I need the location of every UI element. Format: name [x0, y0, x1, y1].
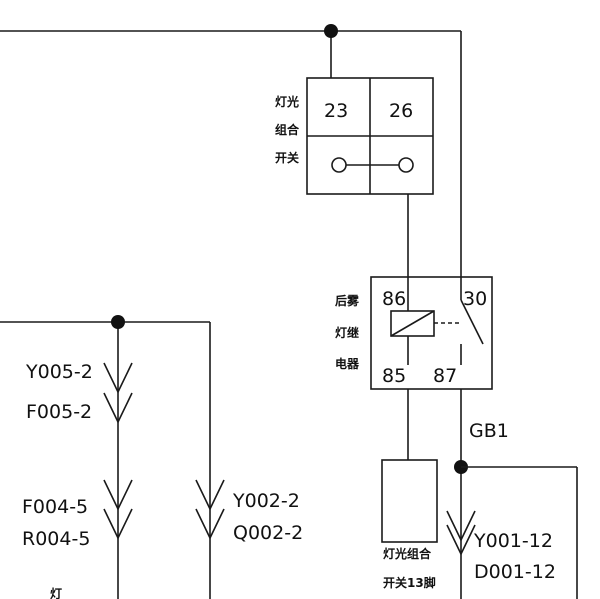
relay-terminal-86: 86 [382, 288, 406, 310]
top-junction-dot [324, 24, 338, 38]
switch-contact-left [331, 157, 347, 173]
r004-connector-chevron [103, 508, 133, 540]
switch-terminal-26: 26 [389, 100, 413, 122]
relay-box [370, 276, 493, 390]
y005-label: Y005-2 [25, 361, 93, 383]
q002-connector-chevron [195, 508, 225, 540]
y005-connector-chevron [103, 362, 133, 394]
module-box [381, 459, 438, 543]
y001-connector-chevron [446, 510, 476, 542]
r004-label: R004-5 [22, 528, 90, 550]
gb1-label: GB1 [469, 420, 509, 442]
cut-off-label: 灯 [50, 586, 62, 599]
rear-fog-relay: 86 30 85 87 后雾 灯继 电器 [335, 276, 493, 390]
f005-connector-chevron [103, 392, 133, 424]
relay-label-line-3: 电器 [335, 356, 360, 371]
left-junction-dot [111, 315, 125, 329]
top-bus [0, 24, 462, 300]
switch-pin13-module: 灯光组合 开关13脚 [381, 459, 438, 590]
y002-connector-chevron [195, 479, 225, 511]
q002-label: Q002-2 [233, 522, 303, 544]
f004-label: F004-5 [22, 496, 88, 518]
relay-terminal-87: 87 [433, 365, 457, 387]
relay-terminal-85: 85 [382, 365, 406, 387]
switch-contact-right [398, 157, 414, 173]
relay-label-line-2: 灯继 [335, 325, 359, 340]
switch-label-line-2: 组合 [275, 122, 300, 137]
y001-label: Y001-12 [473, 530, 553, 552]
switch-label-line-3: 开关 [275, 150, 299, 165]
f005-label: F005-2 [26, 401, 92, 423]
module-label-line-2: 开关13脚 [383, 575, 436, 590]
relay-terminal-30: 30 [463, 288, 487, 310]
switch-label-line-1: 灯光 [275, 94, 299, 109]
d001-label: D001-12 [474, 561, 556, 583]
light-combination-switch: 23 26 灯光 组合 开关 [275, 77, 434, 195]
left-branch: Y005-2 F005-2 F004-5 R004-5 Y002-2 Q002-… [0, 315, 303, 599]
y001-connector-chevron-lower [446, 524, 476, 556]
module-label-line-1: 灯光组合 [383, 546, 432, 561]
relay-coil-slash [390, 310, 435, 337]
f004-connector-chevron [103, 479, 133, 511]
switch-terminal-23: 23 [324, 100, 348, 122]
y002-label: Y002-2 [232, 490, 300, 512]
relay-label-line-1: 后雾 [335, 293, 360, 308]
relay-switch-arm [460, 299, 484, 345]
